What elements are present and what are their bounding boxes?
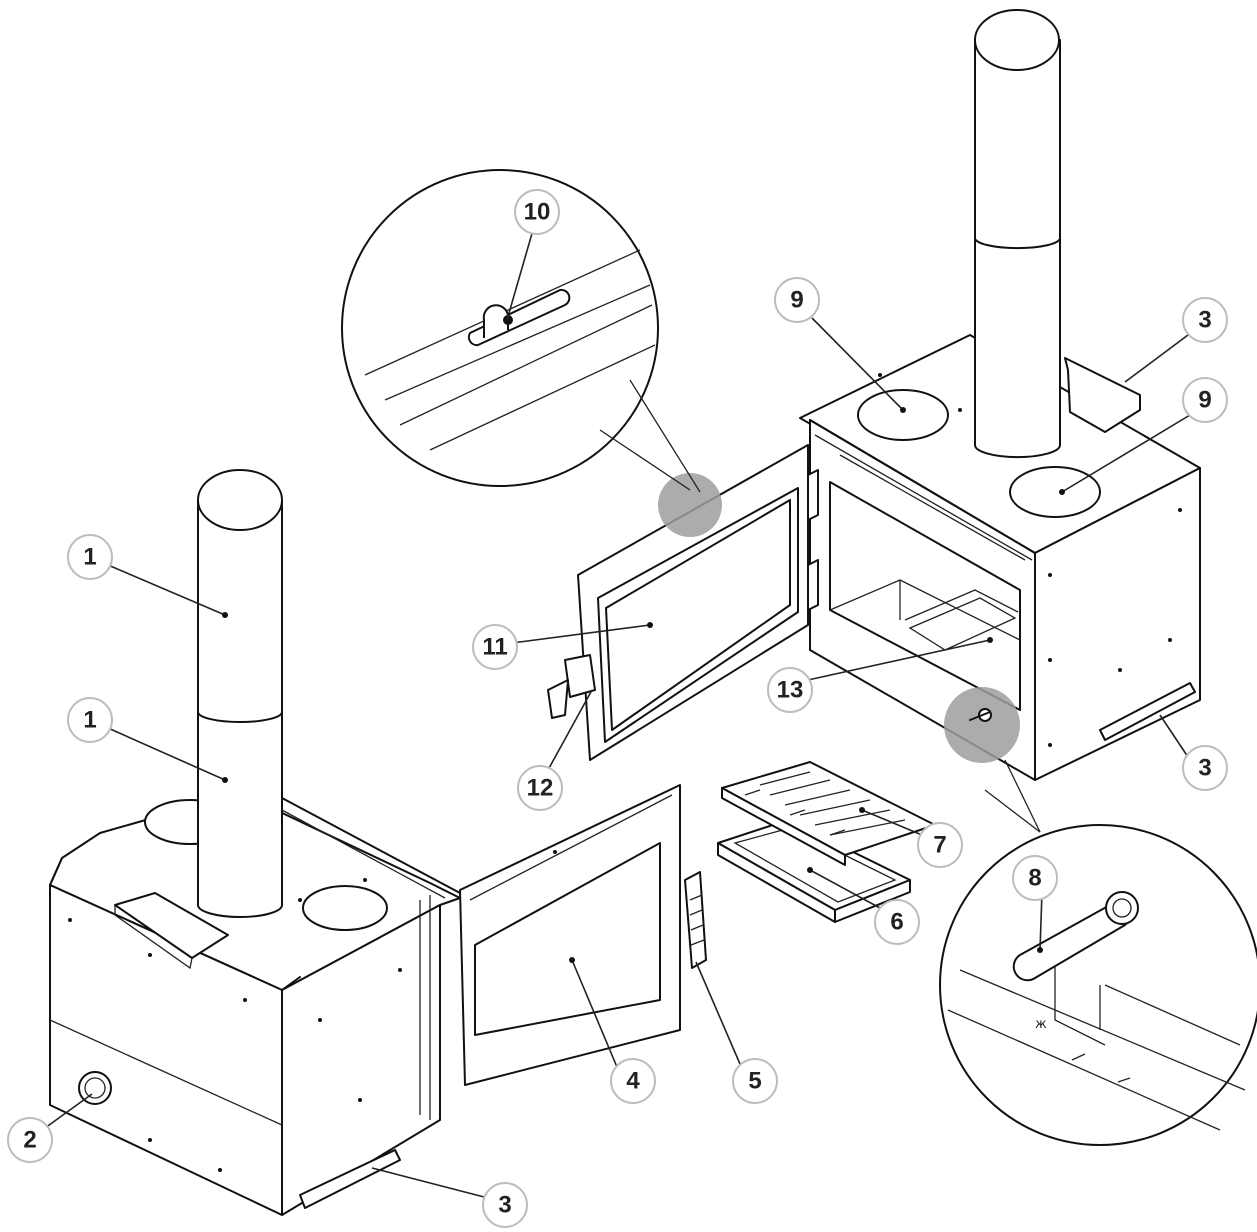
callout-label-3a: 3: [498, 1192, 511, 1219]
callout-3a: 3: [482, 1182, 528, 1228]
detail-10: [341, 169, 701, 493]
callout-5: 5: [732, 1058, 778, 1104]
callout-label-1a: 1: [83, 544, 96, 571]
callout-8: 8: [1012, 855, 1058, 901]
callout-label-2: 2: [23, 1127, 36, 1154]
callout-label-8: 8: [1028, 865, 1041, 892]
callout-label-6: 6: [890, 909, 903, 936]
left-door: [459, 784, 707, 1086]
callout-label-10: 10: [524, 199, 551, 226]
detail-8: ж: [939, 759, 1257, 1146]
callout-3b: 3: [1182, 745, 1228, 791]
callout-label-3c: 3: [1198, 307, 1211, 334]
callout-7: 7: [917, 822, 963, 868]
left-flue-pipe: [197, 469, 283, 918]
callout-10: 10: [514, 189, 560, 235]
callout-13: 13: [767, 667, 813, 713]
callout-9b: 9: [1182, 377, 1228, 423]
callout-label-11: 11: [482, 634, 507, 661]
callout-label-12: 12: [527, 775, 554, 802]
callout-label-9b: 9: [1198, 387, 1211, 414]
callout-1a: 1: [67, 534, 113, 580]
callout-label-9a: 9: [790, 287, 803, 314]
callout-1b: 1: [67, 697, 113, 743]
callout-label-5: 5: [748, 1068, 761, 1095]
callout-label-7: 7: [933, 832, 946, 859]
callout-label-3b: 3: [1198, 755, 1211, 782]
callout-9a: 9: [774, 277, 820, 323]
callout-12: 12: [517, 765, 563, 811]
right-stove: [547, 9, 1201, 781]
leader-lines: [44, 229, 1191, 1199]
callout-2: 2: [7, 1117, 53, 1163]
callout-label-13: 13: [777, 677, 804, 704]
ash-pan: [717, 819, 911, 923]
left-stove: [49, 469, 707, 1216]
callout-label-1b: 1: [83, 707, 96, 734]
detail-mark: ж: [1035, 1017, 1047, 1032]
callout-6: 6: [874, 899, 920, 945]
callout-label-4: 4: [626, 1068, 640, 1095]
callout-3c: 3: [1182, 297, 1228, 343]
callout-4: 4: [610, 1058, 656, 1104]
right-open-door: [547, 444, 809, 761]
callout-11: 11: [472, 624, 518, 670]
right-flue-pipe: [974, 9, 1061, 459]
